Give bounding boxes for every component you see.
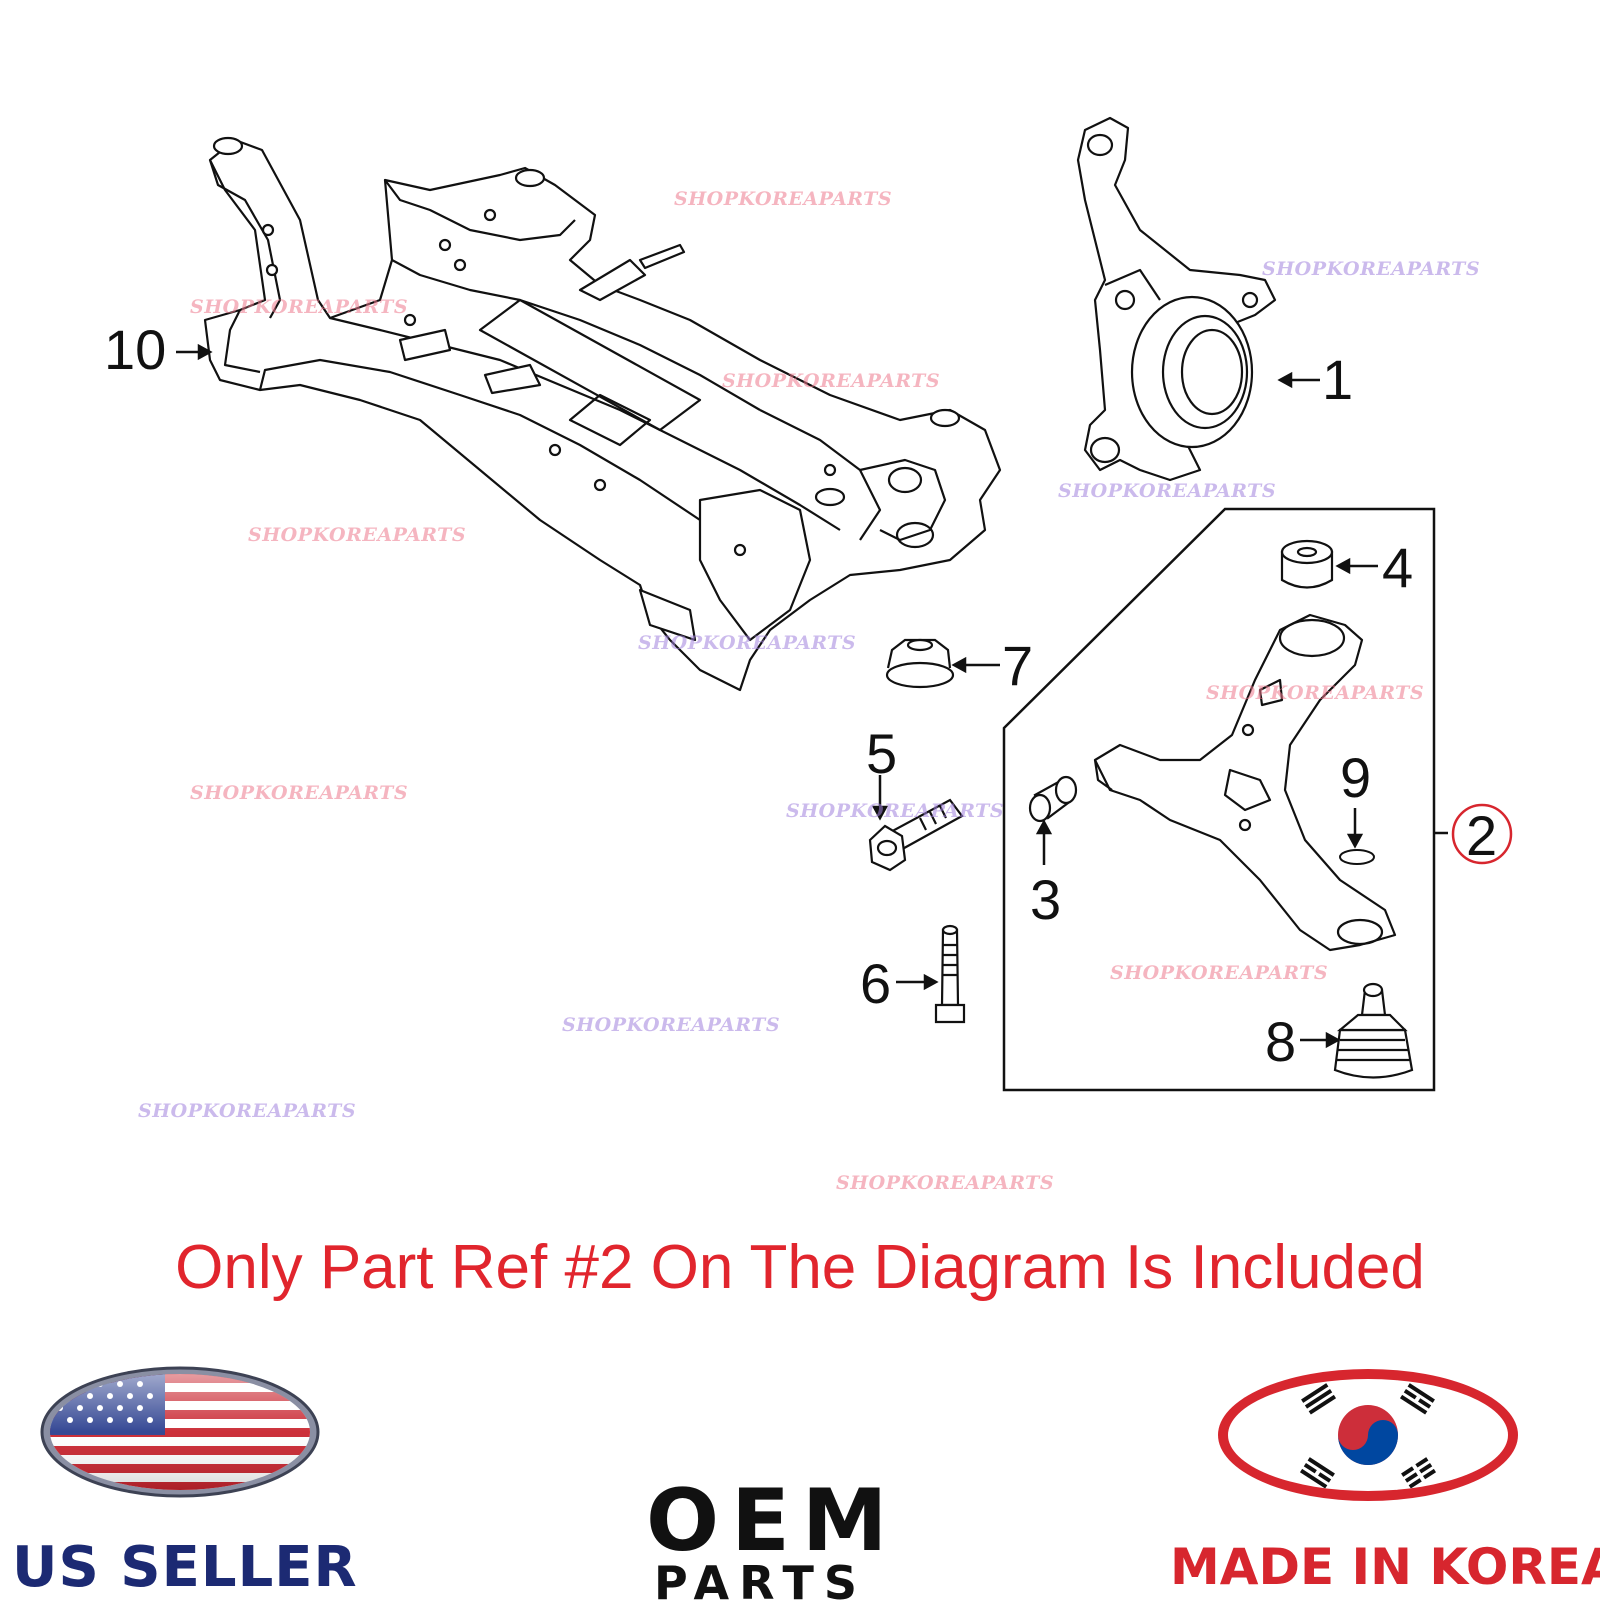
callout-4: 4	[1382, 536, 1414, 599]
watermark: SHOPKOREAPARTS	[786, 800, 1005, 822]
watermark: SHOPKOREAPARTS	[190, 296, 409, 318]
callout-5: 5	[866, 722, 898, 785]
bolt-drawing	[868, 798, 964, 872]
made-in-korea-label: MADE IN KOREA	[1170, 1538, 1600, 1596]
clip-drawing	[1339, 849, 1375, 865]
callout-8: 8	[1265, 1010, 1297, 1073]
watermark: SHOPKOREAPARTS	[248, 524, 467, 546]
korea-flag-oval-icon	[1218, 1369, 1518, 1501]
flange-nut-drawing	[885, 638, 955, 689]
us-flag-oval-icon	[40, 1366, 320, 1498]
watermark: SHOPKOREAPARTS	[190, 782, 409, 804]
oem-label: OEM	[646, 1471, 900, 1571]
lower-control-arm-drawing	[1093, 613, 1397, 952]
watermark: SHOPKOREAPARTS	[836, 1172, 1055, 1194]
callout-7: 7	[1002, 634, 1034, 697]
watermark: SHOPKOREAPARTS	[1262, 258, 1481, 280]
watermark: SHOPKOREAPARTS	[562, 1014, 781, 1036]
watermark: SHOPKOREAPARTS	[1110, 962, 1329, 984]
watermark: SHOPKOREAPARTS	[138, 1100, 357, 1122]
callout-2-highlight-ring	[1451, 803, 1513, 865]
callout-10: 10	[104, 318, 167, 381]
ball-joint-drawing	[1333, 982, 1414, 1079]
callout-arrows	[176, 343, 1448, 1049]
steering-knuckle-drawing	[1076, 116, 1277, 482]
watermark: SHOPKOREAPARTS	[674, 188, 893, 210]
parts-label: PARTS	[654, 1556, 867, 1610]
watermark: SHOPKOREAPARTS	[722, 370, 941, 392]
watermark: SHOPKOREAPARTS	[638, 632, 857, 654]
callout-3: 3	[1030, 868, 1062, 931]
included-part-notice: Only Part Ref #2 On The Diagram Is Inclu…	[175, 1233, 1425, 1302]
callout-1: 1	[1322, 348, 1354, 411]
bushing-drawing	[1280, 539, 1334, 589]
subframe-drawing	[203, 136, 1002, 692]
callout-2: 2	[1466, 804, 1498, 867]
long-bolt-drawing	[934, 924, 966, 1024]
watermark: SHOPKOREAPARTS	[1058, 480, 1277, 502]
rear-bushing-drawing	[1028, 775, 1078, 823]
callout-6: 6	[860, 952, 892, 1015]
callout-9: 9	[1340, 746, 1372, 809]
us-seller-label: US SELLER	[12, 1535, 358, 1600]
watermark: SHOPKOREAPARTS	[1206, 682, 1425, 704]
